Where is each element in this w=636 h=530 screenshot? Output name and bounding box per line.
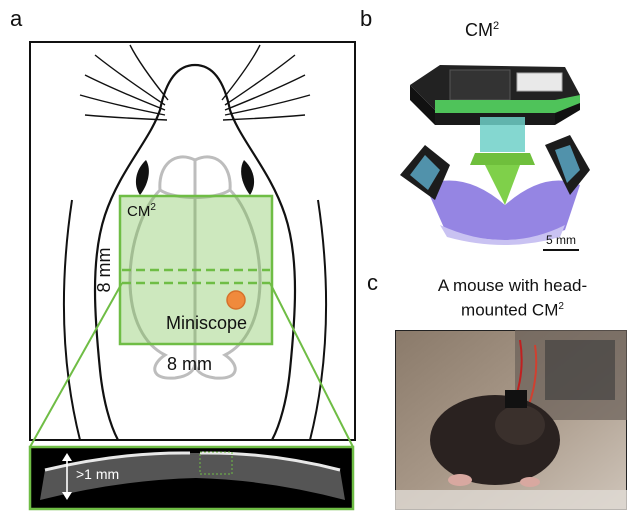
cm2-fov-label: CM2 <box>127 202 156 220</box>
depth-arrow-head-top <box>62 453 72 461</box>
caption-line-1: A mouse with head- <box>437 276 588 295</box>
oct-roi-box <box>199 451 233 475</box>
device-connector <box>516 72 563 92</box>
mouse-body <box>430 395 560 485</box>
zoom-line-right <box>269 282 354 448</box>
body-outline-left <box>62 199 81 441</box>
device-prism <box>480 117 525 152</box>
device-cone <box>485 165 520 205</box>
head-outline-right <box>194 63 297 441</box>
mounted-device <box>505 390 527 408</box>
scale-bar-label: 5 mm <box>546 233 576 247</box>
panel-a-frame <box>29 41 356 441</box>
oct-tissue <box>40 452 345 500</box>
whiskers-right <box>221 44 311 121</box>
body-outline-right <box>309 199 328 441</box>
panel-c-letter: c <box>367 270 378 295</box>
cm2-device-title: CM2 <box>465 20 500 40</box>
height-label: 8 mm <box>94 248 114 293</box>
whiskers-left <box>79 44 169 121</box>
panel-c-caption: A mouse with head- mounted CM2 <box>400 275 625 321</box>
eye-left <box>135 160 149 195</box>
panel-a-letter: a <box>10 6 23 31</box>
head-outline-left <box>93 63 196 441</box>
device-chip <box>449 69 511 101</box>
brain-outline <box>128 155 262 380</box>
zoom-line-left <box>29 282 123 448</box>
eye-right <box>241 160 255 195</box>
panel-b-letter: b <box>360 6 373 31</box>
oct-surface-left <box>44 451 191 472</box>
device-lens-base <box>440 225 565 245</box>
mouse-photo <box>395 330 627 510</box>
caption-line-2: mounted CM2 <box>461 300 564 320</box>
device-pcb <box>435 95 580 113</box>
miniscope-label: Miniscope <box>166 313 248 333</box>
device-lens-body <box>425 180 580 240</box>
oct-surface-right <box>199 451 341 472</box>
width-label: 8 mm <box>167 354 212 374</box>
cm2-device-illustration <box>400 65 590 245</box>
depth-arrow-head-bottom <box>62 492 72 500</box>
scale-bar <box>543 249 579 251</box>
depth-label: >1 mm <box>76 466 120 482</box>
device-mount <box>470 153 535 165</box>
miniscope-spot <box>226 290 246 310</box>
